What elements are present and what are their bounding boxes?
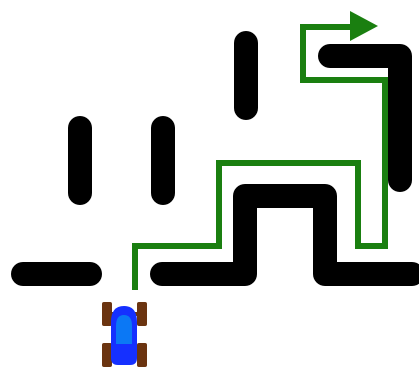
wheel-front-left bbox=[102, 302, 112, 326]
rover-car-icon[interactable] bbox=[102, 302, 147, 367]
wheel-front-right bbox=[137, 302, 147, 326]
arrow-right-icon bbox=[350, 11, 378, 41]
car-window bbox=[116, 315, 132, 344]
route-line bbox=[132, 24, 388, 290]
wall-main-long bbox=[150, 184, 419, 286]
wall-right-top bbox=[318, 44, 412, 192]
wheel-rear-left bbox=[102, 343, 112, 367]
planned-route bbox=[132, 11, 388, 290]
walls bbox=[11, 31, 419, 286]
wheel-rear-right bbox=[137, 343, 147, 367]
